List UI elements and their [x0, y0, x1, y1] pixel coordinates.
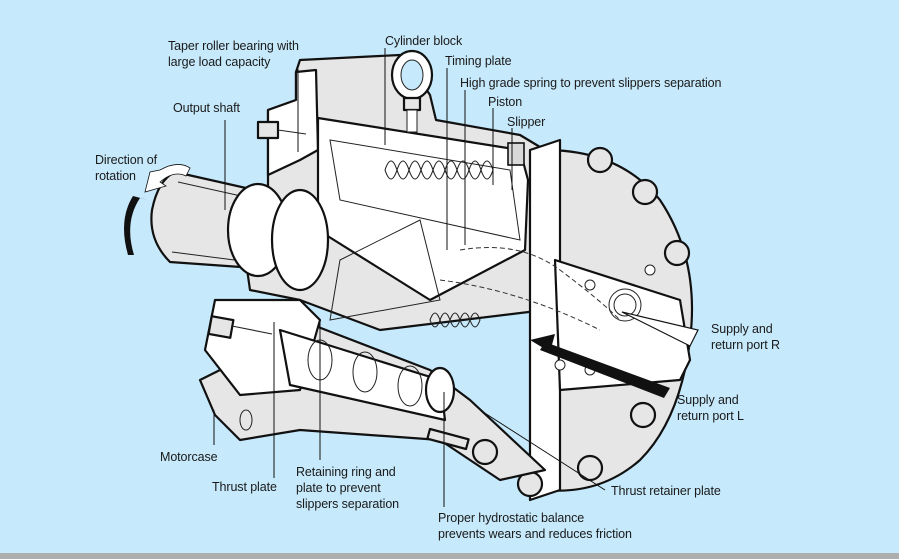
end-cover: [516, 138, 694, 502]
label-output-shaft: Output shaft: [173, 101, 240, 115]
bottom-border-bar: [0, 553, 899, 559]
cylinder-block-internals: [329, 139, 621, 331]
label-timing-plate: Timing plate: [445, 54, 512, 68]
eye-bolt: [390, 49, 434, 133]
label-thrust-plate: Thrust plate: [212, 480, 277, 494]
label-piston: Piston: [488, 95, 523, 109]
label-slipper: Slipper: [507, 115, 546, 129]
label-taper-roller-bearing: Taper roller bearing with large load cap…: [168, 39, 299, 69]
label-retaining-ring: Retaining ring and plate to prevent slip…: [296, 465, 400, 511]
label-direction-of-rotation: Direction of rotation: [95, 153, 158, 183]
rotation-arrow-icon: [124, 164, 191, 255]
port-l-arrow: [530, 334, 670, 398]
end-cover-bolts: [516, 146, 691, 498]
leader-lines: [213, 48, 606, 507]
label-supply-return-port-l: Supply and return port L: [677, 393, 744, 423]
motorcase-lower: [198, 120, 547, 482]
label-high-grade-spring: High grade spring to prevent slippers se…: [460, 76, 722, 90]
port-r-arrow: [621, 311, 699, 347]
label-supply-return-port-r: Supply and return port R: [711, 322, 780, 352]
output-shaft: [150, 170, 330, 292]
label-thrust-retainer-plate: Thrust retainer plate: [611, 484, 721, 498]
label-motorcase: Motorcase: [160, 450, 218, 464]
label-cylinder-block: Cylinder block: [385, 34, 463, 48]
label-hydrostatic-balance: Proper hydrostatic balance prevents wear…: [438, 511, 632, 541]
